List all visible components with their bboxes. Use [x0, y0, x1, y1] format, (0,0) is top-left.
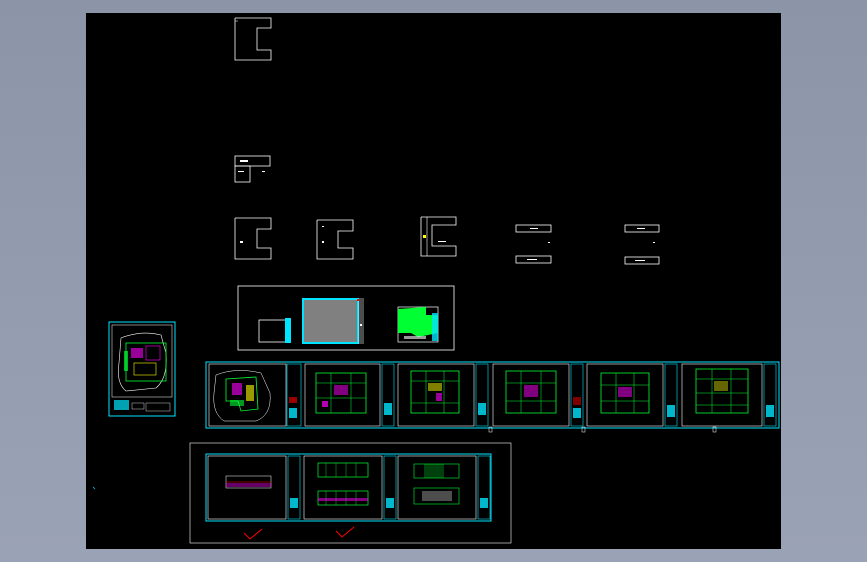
tag-mark: [488, 426, 493, 433]
drawing-canvas[interactable]: [86, 13, 781, 549]
c-shape-block-2[interactable]: [316, 219, 354, 260]
legend-gray-panel: [302, 298, 364, 344]
checkmark-icon: [243, 528, 263, 540]
left-site-plan-sheet[interactable]: [108, 321, 176, 417]
small-title-block[interactable]: [234, 155, 271, 183]
floor-plan-1[interactable]: [304, 363, 395, 427]
c-shape-block-3[interactable]: [420, 216, 457, 257]
drawing-svg: [92, 17, 780, 544]
legend-green-panel: [397, 306, 439, 343]
strip-block-2[interactable]: [624, 224, 660, 265]
section-sheet-3[interactable]: [397, 455, 491, 520]
elevation-sheet-1[interactable]: [207, 455, 301, 520]
floor-plan-4[interactable]: [586, 363, 678, 427]
tag-mark: [581, 426, 586, 433]
legend-small-box: [258, 318, 291, 343]
tag-mark: [712, 426, 717, 433]
c-shape-block-top[interactable]: [234, 17, 272, 61]
ucs-marker: [92, 486, 96, 490]
floor-plan-5[interactable]: [681, 363, 777, 427]
c-shape-block-1[interactable]: [234, 217, 272, 260]
elevation-sheet-2[interactable]: [303, 455, 397, 520]
checkmark-icon: [335, 526, 355, 538]
legend-frame[interactable]: [237, 285, 455, 351]
floor-plan-2[interactable]: [397, 363, 489, 427]
plan-row-frame: [205, 361, 780, 429]
site-plan-sheet[interactable]: [208, 363, 302, 427]
floor-plan-3[interactable]: [492, 363, 584, 427]
strip-block-1[interactable]: [515, 224, 552, 264]
elevation-group-frame: [189, 442, 512, 544]
